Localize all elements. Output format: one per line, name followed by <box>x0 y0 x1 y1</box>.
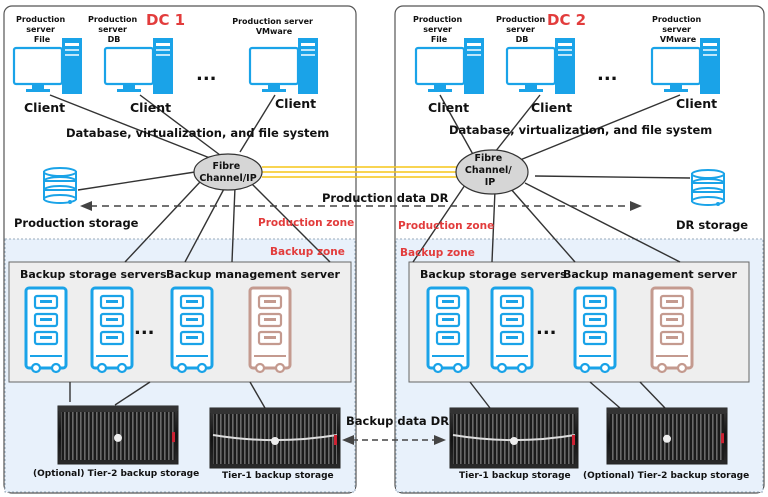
dc1-server-db-label: Production server DB <box>88 15 140 44</box>
dc2-servers-ellipsis: ... <box>597 64 618 85</box>
label-line: File <box>34 35 51 44</box>
dc2-backup-storage-server-icon <box>490 286 534 374</box>
dc2-backup-management-server-label: Backup management server <box>563 268 738 281</box>
label-line: DB <box>108 35 121 44</box>
dc1-production-storage-icon <box>43 167 77 204</box>
dc2-dr-storage-icon <box>691 169 725 206</box>
dc2-tier1-storage-device-icon <box>449 407 579 469</box>
production-dr-label: Production data DR <box>322 191 449 205</box>
dc1-client-label: Client <box>130 100 171 115</box>
dc2-tier2-storage-device-icon <box>606 407 728 465</box>
dc1-tier1-storage-device-icon <box>209 407 341 469</box>
label-line: Production <box>88 15 138 24</box>
dc1-server-vmware-label: Production server VMware <box>232 17 316 36</box>
dc2-fibre-switch <box>455 149 529 195</box>
production-dr-arrow <box>80 201 642 211</box>
dc2-backup-management-server-icon <box>650 286 694 374</box>
dc1-servers-ellipsis: ... <box>196 64 217 85</box>
label-line: server <box>423 25 452 34</box>
label-line: Fibre <box>475 153 503 164</box>
dc2-client-label: Client <box>531 100 572 115</box>
dc2-client-db-icon <box>505 38 575 94</box>
dc1-tier2-storage-device-icon <box>57 405 179 465</box>
dc1-backup-storage-servers-label: Backup storage servers <box>20 268 167 281</box>
dc2-tier2-label: (Optional) Tier-2 backup storage <box>583 471 749 481</box>
dc1-fibre-switch <box>193 153 263 191</box>
label-line: server <box>98 25 127 34</box>
label-line: Production server <box>232 17 313 26</box>
dc1-tier2-label: (Optional) Tier-2 backup storage <box>33 469 199 479</box>
dc1-production-zone-label: Production zone <box>258 217 354 229</box>
dc1-layer-caption: Database, virtualization, and file syste… <box>66 126 329 140</box>
dc2-backup-storage-server-icon <box>573 286 617 374</box>
dc1-client-vmware-icon <box>248 38 318 94</box>
label-line: File <box>431 35 448 44</box>
dc1-client-file-icon <box>12 38 82 94</box>
dc1-storage-label: Production storage <box>14 216 139 230</box>
label-line: Production <box>16 15 66 24</box>
dc2-title: DC 2 <box>547 11 586 29</box>
label-line: Production <box>652 15 702 24</box>
label-line: Channel/IP <box>199 173 256 184</box>
inter-dc-fibre-link <box>262 166 458 178</box>
dc1-backup-storage-server-icon <box>24 286 68 374</box>
dc2-server-db-label: Production server DB <box>496 15 548 44</box>
dc1-backup-management-server-icon <box>248 286 292 374</box>
label-line: IP <box>485 177 496 188</box>
dc1-backup-storage-server-icon <box>170 286 214 374</box>
dc2-client-vmware-icon <box>650 38 720 94</box>
dc1-backup-management-server-label: Backup management server <box>166 268 341 281</box>
dc1-client-label: Client <box>24 100 65 115</box>
dc2-layer-caption: Database, virtualization, and file syste… <box>449 123 712 137</box>
dc2-client-label: Client <box>428 100 469 115</box>
dc1-backup-ellipsis: ... <box>134 318 155 339</box>
dc1-backup-zone-label: Backup zone <box>270 246 345 258</box>
dc1-server-file-label: Production server File <box>16 15 68 44</box>
label-line: DB <box>516 35 529 44</box>
dc1-client-label: Client <box>275 96 316 111</box>
dc2-production-zone-label: Production zone <box>398 220 494 232</box>
dc2-backup-ellipsis: ... <box>536 318 557 339</box>
dc2-storage-label: DR storage <box>676 218 748 232</box>
dc2-links <box>412 94 691 409</box>
backup-dr-arrow <box>342 435 446 445</box>
dc1-tier1-label: Tier-1 backup storage <box>222 471 334 481</box>
dc2-client-label: Client <box>676 96 717 111</box>
dc2-client-file-icon <box>414 38 484 94</box>
label-line: VMware <box>660 35 697 44</box>
dc2-server-file-label: Production server File <box>413 15 465 44</box>
dc1-title: DC 1 <box>146 11 185 29</box>
dc2-backup-storage-servers-label: Backup storage servers <box>420 268 567 281</box>
dc2-backup-storage-server-icon <box>426 286 470 374</box>
dc2-server-vmware-label: Production server VMware <box>652 15 704 44</box>
label-line: VMware <box>256 27 293 36</box>
label-line: server <box>26 25 55 34</box>
dc2-backup-zone-label: Backup zone <box>400 247 475 259</box>
dc1-switch-label: Fibre Channel/IP <box>199 161 256 184</box>
label-line: Production <box>413 15 463 24</box>
dc2-switch-label: Fibre Channel/ IP <box>465 153 515 188</box>
label-line: Fibre <box>213 161 241 172</box>
dc1-client-db-icon <box>103 38 173 94</box>
label-line: Channel/ <box>465 165 512 176</box>
dc1-links <box>49 94 331 409</box>
dc1-backup-storage-server-icon <box>90 286 134 374</box>
label-line: server <box>662 25 691 34</box>
backup-dr-label: Backup data DR <box>346 414 449 428</box>
label-line: server <box>506 25 535 34</box>
dc2-tier1-label: Tier-1 backup storage <box>459 471 571 481</box>
label-line: Production <box>496 15 546 24</box>
